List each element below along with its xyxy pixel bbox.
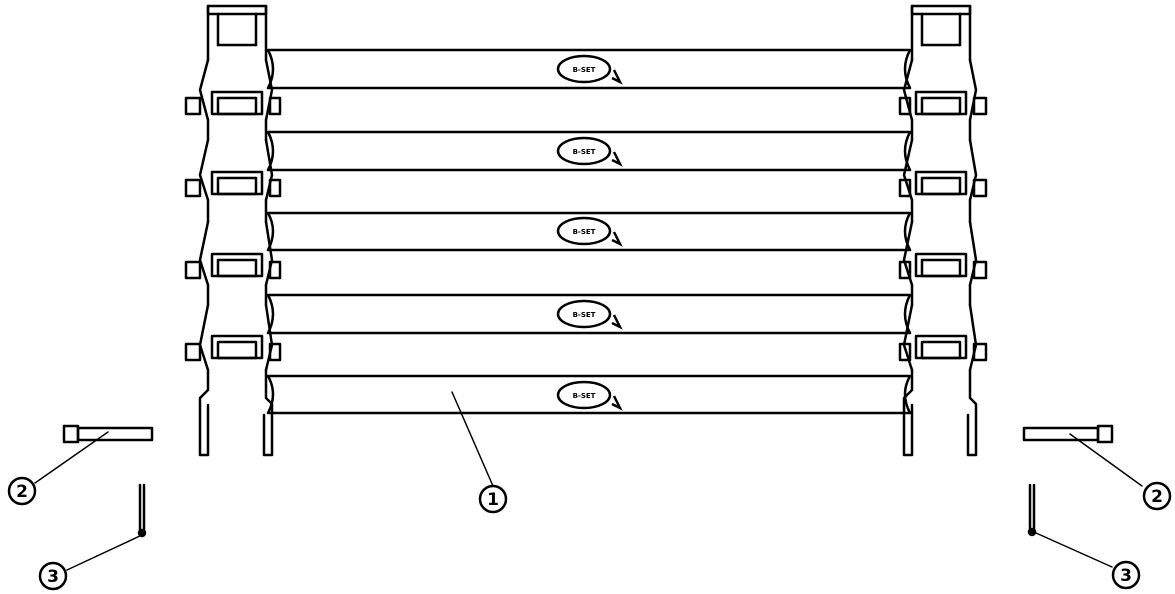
- cotter-pin-left: [137, 483, 147, 538]
- rod-5: [266, 374, 912, 415]
- rod-logo-4: B-SET: [556, 299, 623, 330]
- callout-3-left: 3: [38, 561, 68, 591]
- right-chain-links: [898, 4, 988, 457]
- left-chain-links: [184, 4, 282, 457]
- callout-2-right: 2: [1142, 481, 1172, 511]
- rod-logo-text: B-SET: [573, 392, 596, 400]
- cotter-pin-right: [1027, 483, 1037, 537]
- callout-2-left: 2: [7, 476, 37, 506]
- rod-logo-5: B-SET: [556, 380, 623, 411]
- pin-right: [1022, 424, 1114, 444]
- callout-1: 1: [478, 484, 508, 514]
- callout-3-right-label: 3: [1120, 566, 1132, 586]
- rod-3: [266, 211, 912, 252]
- leader-lines: [34, 391, 1143, 571]
- rod-logo-1: B-SET: [556, 54, 623, 85]
- pin-left: [62, 424, 154, 444]
- callout-1-label: 1: [487, 490, 499, 510]
- callout-3-right: 3: [1111, 560, 1141, 590]
- rod-logo-2: B-SET: [556, 136, 623, 167]
- rod-logo-text: B-SET: [573, 228, 596, 236]
- rod-logo-text: B-SET: [573, 148, 596, 156]
- rod-4: [266, 293, 912, 335]
- callout-3-left-label: 3: [47, 567, 59, 587]
- rod-logo-text: B-SET: [573, 66, 596, 74]
- rod-logo-text: B-SET: [573, 311, 596, 319]
- rod-2: [266, 130, 912, 172]
- callout-2-left-label: 2: [16, 482, 28, 502]
- rod-logo-3: B-SET: [556, 216, 623, 247]
- rod-1: [266, 48, 912, 90]
- callout-2-right-label: 2: [1151, 487, 1163, 507]
